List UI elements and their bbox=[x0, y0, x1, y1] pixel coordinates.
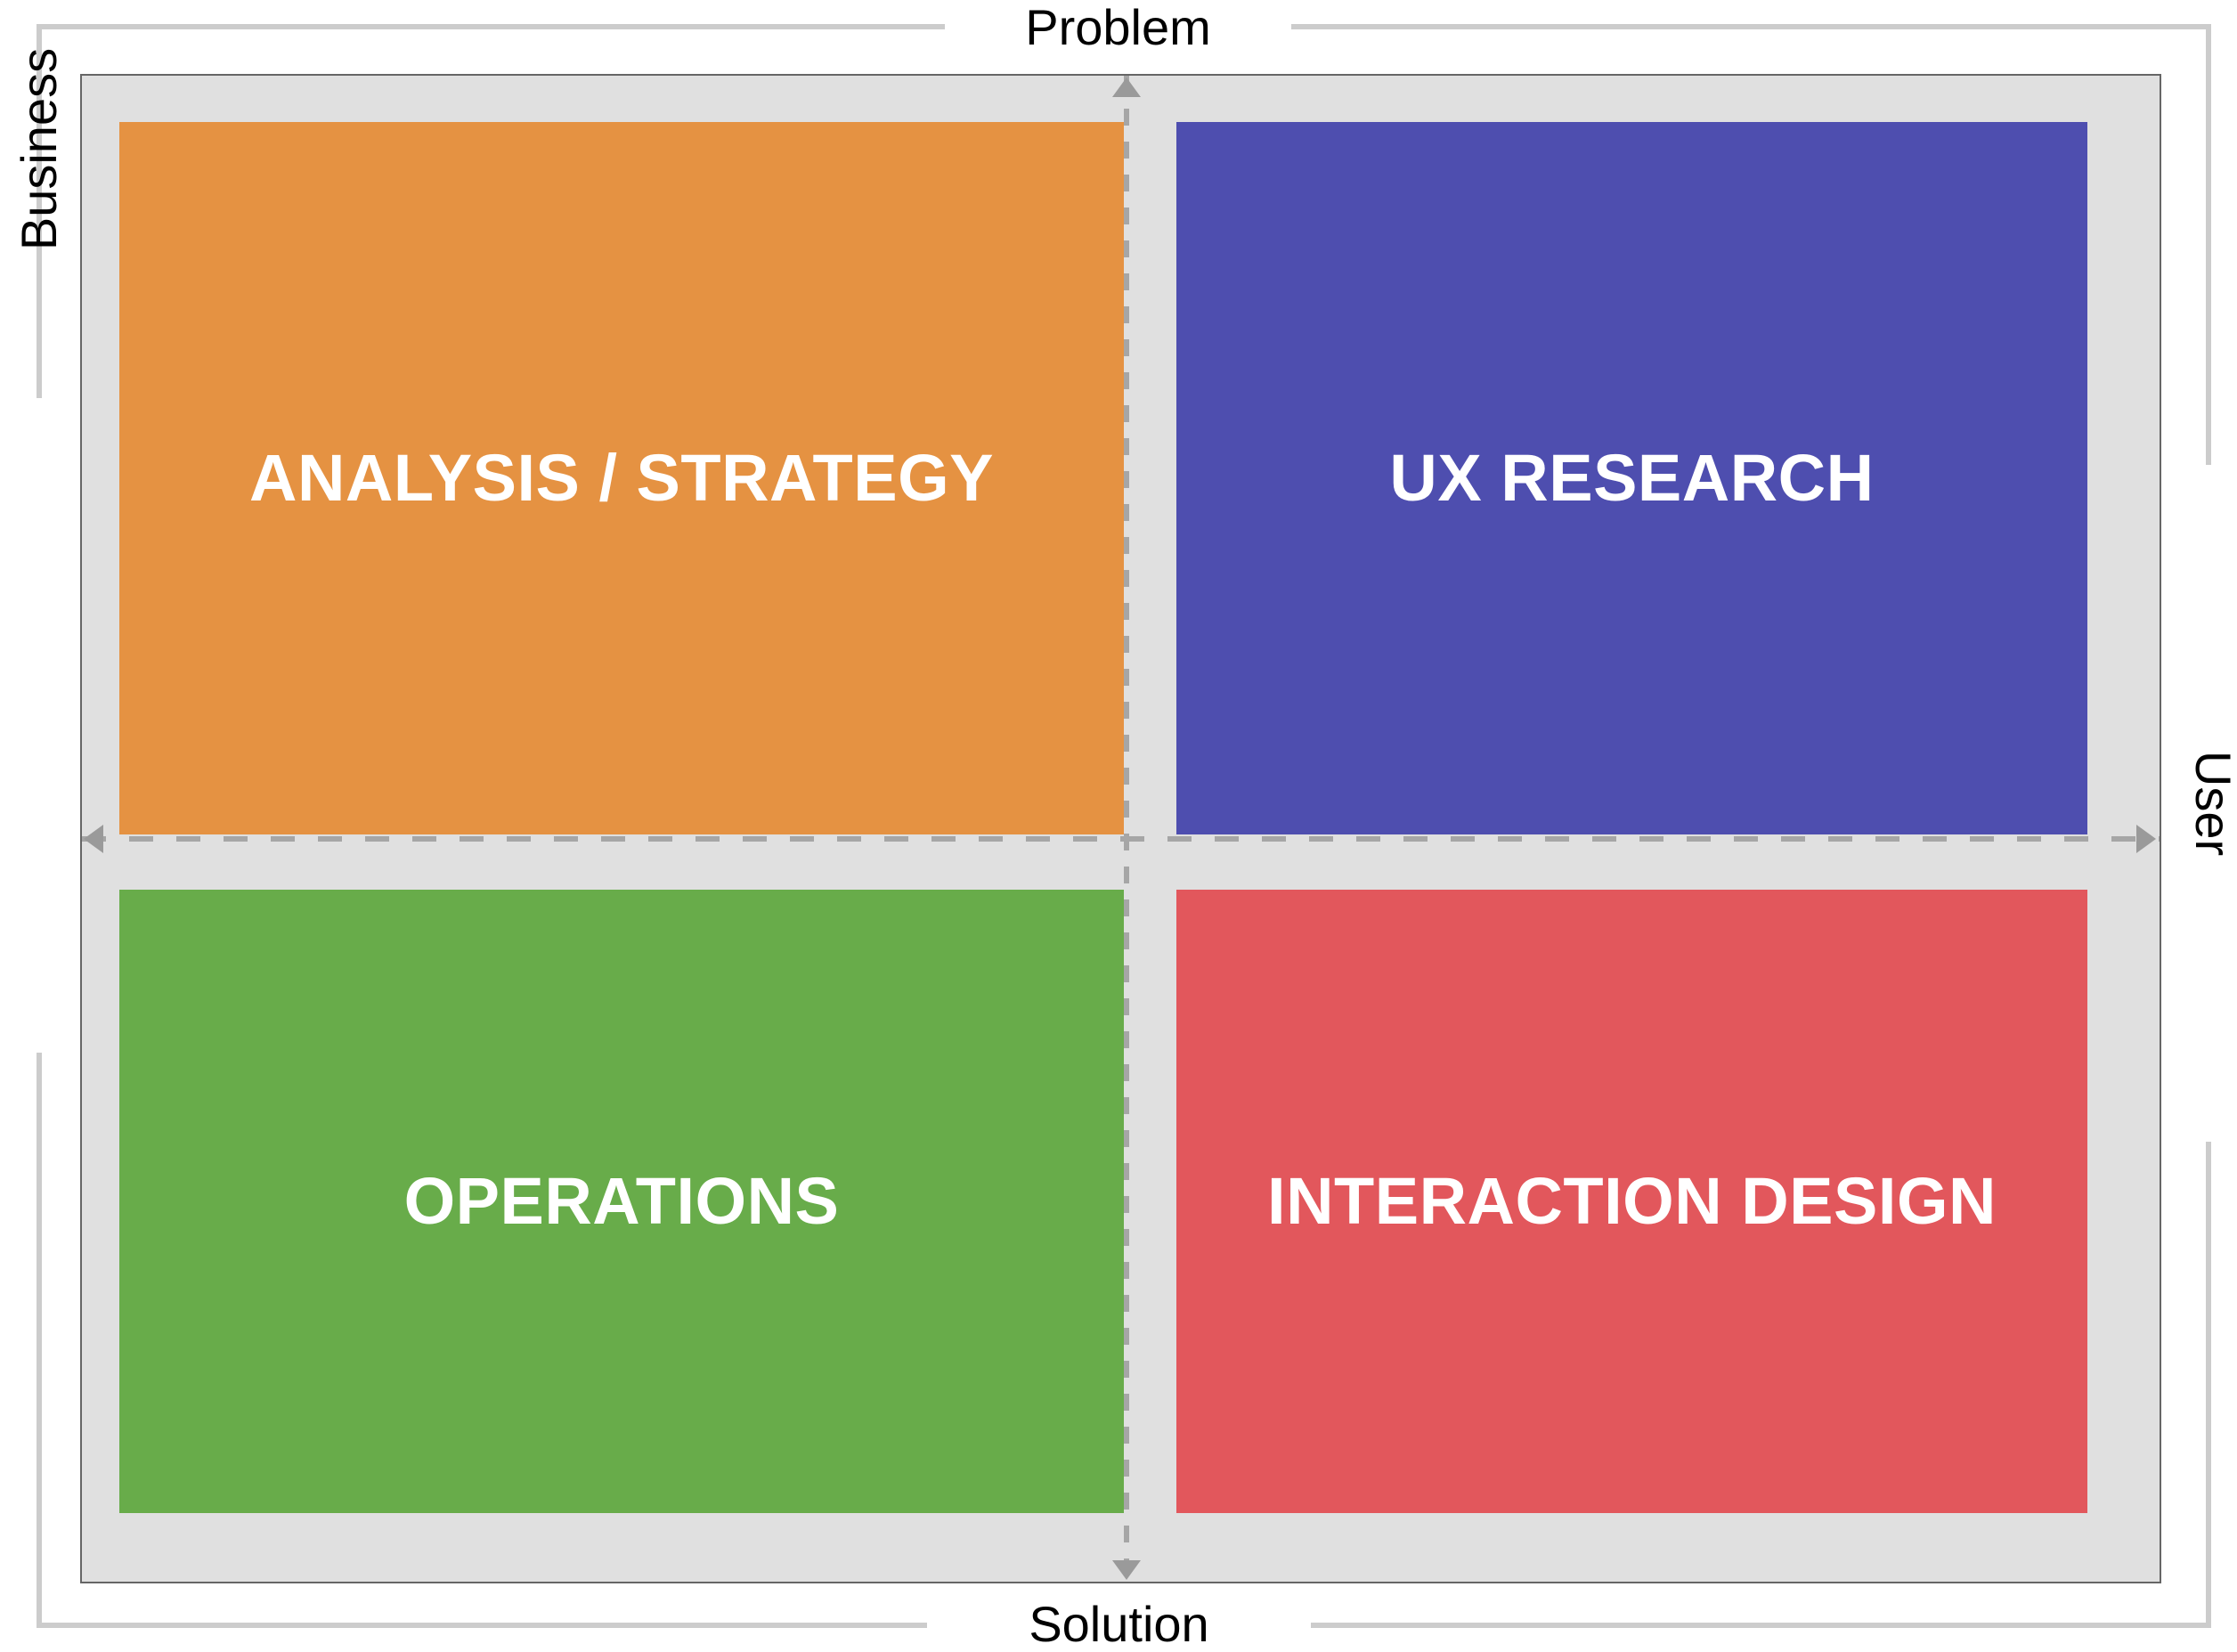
axis-line-horizontal bbox=[82, 836, 2160, 842]
frame-rail-top-right bbox=[1291, 24, 2211, 29]
quadrant-label-analysis-strategy: ANALYSIS / STRATEGY bbox=[249, 440, 994, 515]
axis-label-left-business: Business bbox=[11, 47, 67, 251]
frame-rail-bottom-right bbox=[1311, 1623, 2211, 1628]
quadrant-interaction-design[interactable]: INTERACTION DESIGN bbox=[1176, 890, 2087, 1513]
axis-label-right-user: User bbox=[2185, 750, 2237, 857]
quadrant-ux-research[interactable]: UX RESEARCH bbox=[1176, 122, 2087, 834]
frame-rail-left-bottom bbox=[37, 1053, 42, 1628]
axis-line-vertical bbox=[1124, 76, 1129, 1582]
frame-rail-bottom-left bbox=[37, 1623, 927, 1628]
quadrant-label-operations: OPERATIONS bbox=[403, 1163, 840, 1238]
quadrant-label-interaction-design: INTERACTION DESIGN bbox=[1267, 1163, 1997, 1238]
axis-label-top-problem: Problem bbox=[1025, 0, 1211, 55]
arrow-down-icon bbox=[1112, 1560, 1141, 1580]
quadrant-analysis-strategy[interactable]: ANALYSIS / STRATEGY bbox=[119, 122, 1124, 834]
frame-rail-right-top bbox=[2206, 24, 2211, 465]
arrow-right-icon bbox=[2136, 825, 2156, 853]
frame-rail-top-left bbox=[37, 24, 945, 29]
arrow-left-icon bbox=[84, 825, 103, 853]
quadrant-label-ux-research: UX RESEARCH bbox=[1389, 440, 1875, 515]
matrix-panel: ANALYSIS / STRATEGY UX RESEARCH OPERATIO… bbox=[80, 74, 2161, 1583]
quadrant-operations[interactable]: OPERATIONS bbox=[119, 890, 1124, 1513]
frame-rail-left-top bbox=[37, 24, 42, 398]
frame-rail-right-bottom bbox=[2206, 1142, 2211, 1628]
axis-label-bottom-solution: Solution bbox=[1029, 1596, 1209, 1652]
arrow-up-icon bbox=[1112, 77, 1141, 97]
